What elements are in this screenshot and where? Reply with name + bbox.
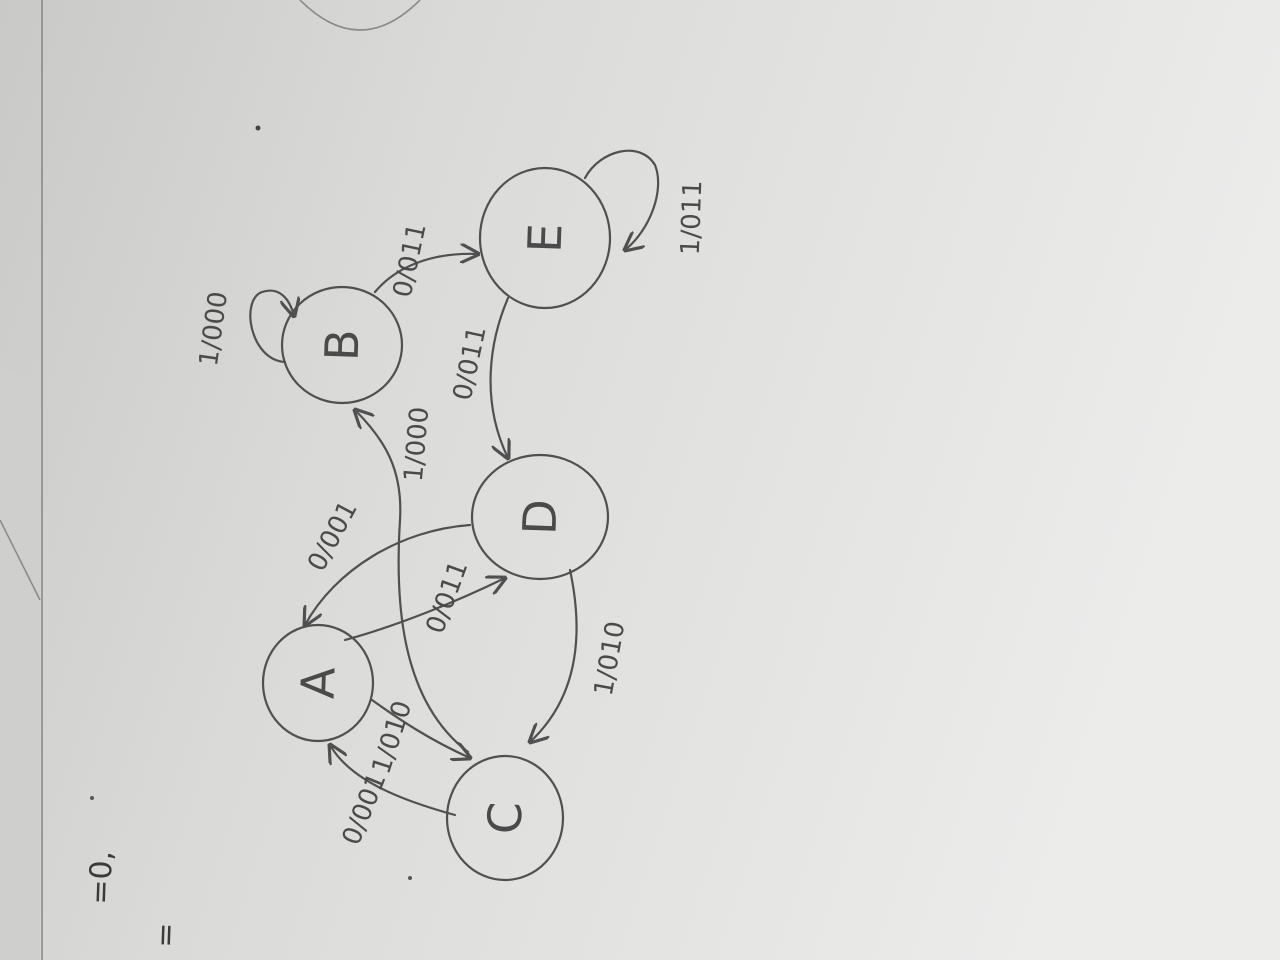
state-e: E [478,166,612,310]
state-d-label: D [512,498,567,535]
edge-b-e [373,254,478,294]
edge-b-b [249,289,294,364]
label-c-b: 1/000 [399,406,435,483]
state-a: A [261,623,375,743]
edge-d-a [305,523,472,625]
state-c-label: C [477,801,532,835]
margin-text-1: =0, [83,850,120,905]
edge-a-d [343,578,505,642]
edge-e-d [489,296,508,458]
underlying-page-edge [0,365,40,960]
state-b: B [280,285,404,405]
edge-d-c [530,568,578,742]
pencil-dot [408,876,412,880]
state-e-label: E [518,223,573,254]
pencil-dot [90,796,94,800]
state-a-label: A [290,666,345,700]
edge-a-c [370,698,470,758]
margin-text-2: = [148,922,184,948]
edge-c-a [330,745,457,817]
edge-e-e [583,149,660,250]
pencil-dot [255,125,261,131]
state-d: D [470,453,610,581]
label-e-e: 1/011 [676,180,709,256]
state-c: C [445,754,565,882]
state-b-label: B [314,328,369,361]
